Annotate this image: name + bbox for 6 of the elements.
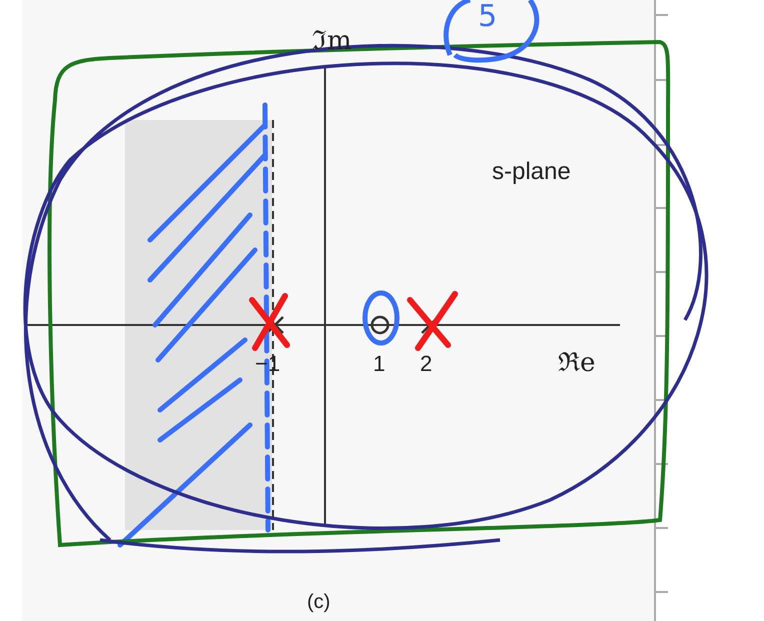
plane-label: s-plane bbox=[492, 160, 571, 184]
axis-label: ℜe bbox=[558, 350, 596, 376]
panel-label: (c) bbox=[307, 592, 330, 612]
tick-label: 2 bbox=[420, 353, 432, 375]
tick-label: 1 bbox=[373, 353, 386, 375]
handwritten-number: 5 bbox=[478, 2, 498, 32]
